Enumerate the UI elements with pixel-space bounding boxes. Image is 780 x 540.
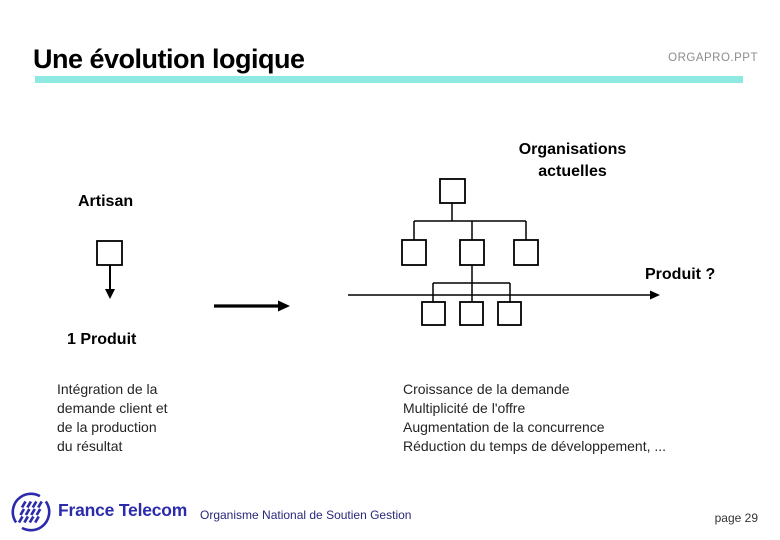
org-chart [401, 178, 539, 326]
label-artisan: Artisan [78, 193, 134, 210]
artisan-box-group [96, 240, 123, 299]
note-artisan-model: Intégration de la demande client et de l… [57, 381, 168, 454]
org-square-l2-middle [459, 239, 485, 266]
slide-title: Une évolution logique [33, 44, 305, 75]
footer-brand-name: France Telecom [58, 500, 188, 520]
org-square-l3-middle [459, 301, 484, 326]
presentation-filename: ORGAPRO.PPT [668, 52, 758, 64]
product-axis-arrow [348, 290, 660, 300]
org-square-l2-left [401, 239, 427, 266]
logo-circle [11, 492, 51, 532]
artisan-down-arrow-head [105, 289, 115, 299]
footer-organisation: Organisme National de Soutien Gestion [200, 508, 412, 522]
artisan-square [96, 240, 123, 266]
page-number: page 29 [714, 511, 758, 525]
org-square-l3-left [421, 301, 446, 326]
label-produit-question: Produit ? [645, 266, 716, 283]
org-square-top [439, 178, 466, 204]
label-1-produit: 1 Produit [67, 331, 137, 348]
note-market-drivers: Croissance de la demande Multiplicité de… [403, 381, 667, 454]
label-organisations-actuelles: Organisations actuelles [518, 141, 627, 180]
title-underline-bar [35, 76, 743, 83]
transition-arrow [214, 300, 290, 312]
france-telecom-logo-icon [11, 492, 51, 532]
transition-arrow-head [278, 300, 290, 312]
org-square-l3-right [497, 301, 522, 326]
logo-hatch-rows [17, 500, 43, 524]
org-square-l2-right [513, 239, 539, 266]
product-axis-head [650, 290, 660, 300]
